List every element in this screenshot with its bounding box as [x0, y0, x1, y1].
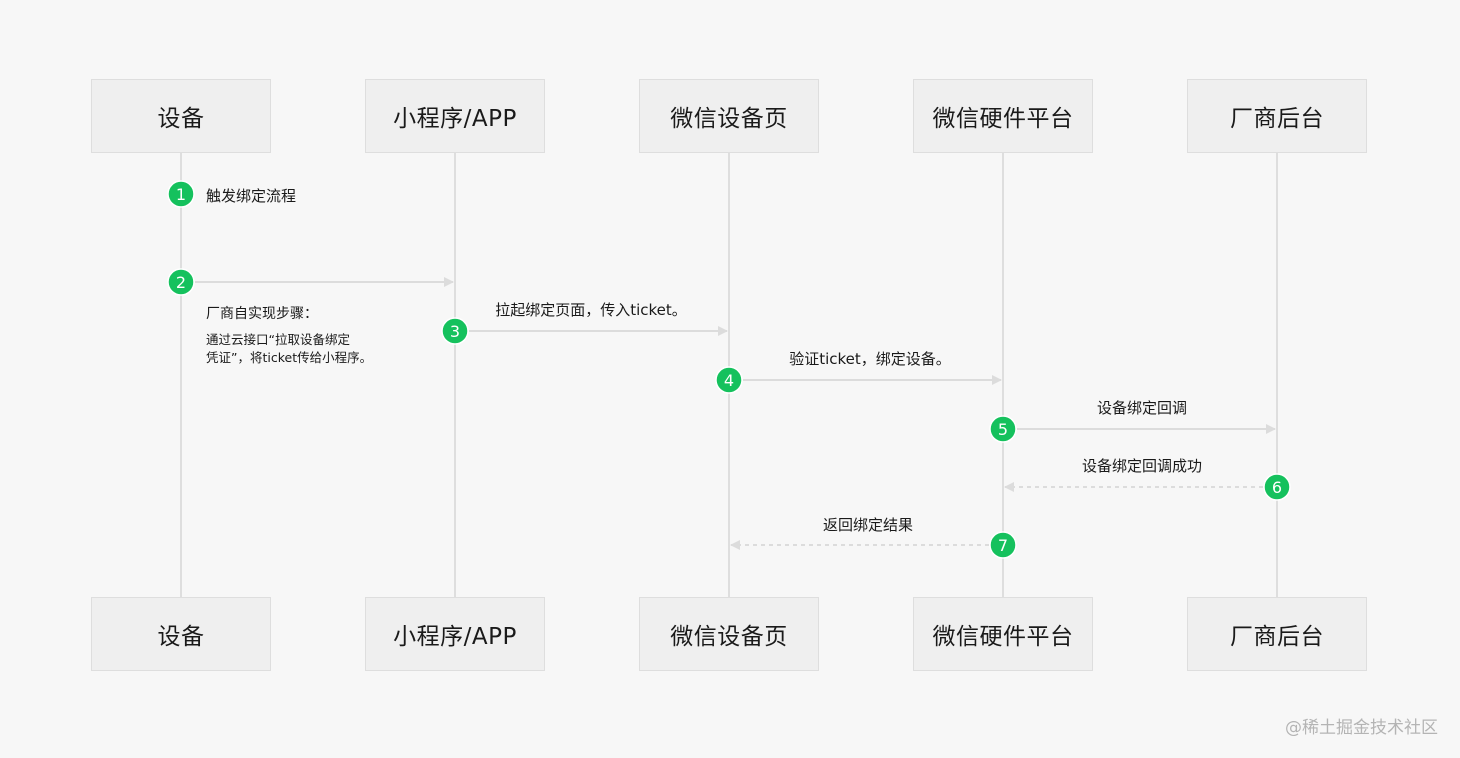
- actor-box-bottom-miniprogram: 小程序/APP: [365, 597, 545, 671]
- step-circle: [989, 415, 1017, 443]
- step-3-label: 拉起绑定页面，传入ticket。: [495, 301, 687, 319]
- actor-label: 厂商后台: [1230, 624, 1324, 650]
- actor-box-top-wechat-hardware-platform: 微信硬件平台: [913, 79, 1093, 153]
- actor-label: 微信设备页: [670, 624, 788, 650]
- actor-box-bottom-wechat-hardware-platform: 微信硬件平台: [913, 597, 1093, 671]
- step-number: 5: [998, 420, 1008, 439]
- actor-box-top-miniprogram: 小程序/APP: [365, 79, 545, 153]
- actor-label: 微信硬件平台: [932, 106, 1074, 132]
- step-6-marker: 6: [1263, 473, 1291, 501]
- step-1-marker: 1: [167, 180, 195, 208]
- step-number: 4: [724, 371, 734, 390]
- actor-label: 微信设备页: [670, 106, 788, 132]
- vendor-note-line: 通过云接口“拉取设备绑定: [206, 332, 350, 347]
- step-7-marker: 7: [989, 531, 1017, 559]
- actor-box-bottom-vendor-backend: 厂商后台: [1187, 597, 1367, 671]
- step-circle: [441, 317, 469, 345]
- actor-label: 设备: [157, 624, 205, 650]
- step-circle: [167, 268, 195, 296]
- actor-label: 设备: [157, 106, 205, 132]
- actor-label: 小程序/APP: [393, 106, 517, 132]
- actor-label: 小程序/APP: [393, 624, 517, 650]
- step-4-marker: 4: [715, 366, 743, 394]
- actor-box-top-wechat-device-page: 微信设备页: [639, 79, 819, 153]
- step-2-marker: 2: [167, 268, 195, 296]
- step-circle: [1263, 473, 1291, 501]
- step-4-label: 验证ticket，绑定设备。: [789, 350, 951, 368]
- step-3-marker: 3: [441, 317, 469, 345]
- step-5-label: 设备绑定回调: [1096, 399, 1188, 417]
- step-6-label: 设备绑定回调成功: [1081, 457, 1203, 475]
- step-1-label: 触发绑定流程: [206, 187, 297, 205]
- step-number: 1: [176, 185, 186, 204]
- watermark: @稀土掘金技术社区: [1285, 718, 1438, 738]
- step-7-label: 返回绑定结果: [822, 516, 914, 534]
- actor-box-top-device: 设备: [91, 79, 271, 153]
- step-circle: [715, 366, 743, 394]
- step-number: 2: [176, 273, 186, 292]
- step-5-marker: 5: [989, 415, 1017, 443]
- step-circle: [167, 180, 195, 208]
- step-number: 3: [450, 322, 460, 341]
- actor-label: 厂商后台: [1230, 106, 1324, 132]
- actor-box-top-vendor-backend: 厂商后台: [1187, 79, 1367, 153]
- step-number: 7: [998, 536, 1008, 555]
- step-circle: [989, 531, 1017, 559]
- actor-box-bottom-wechat-device-page: 微信设备页: [639, 597, 819, 671]
- step-number: 6: [1272, 478, 1282, 497]
- vendor-note-title: 厂商自实现步骤：: [206, 306, 318, 322]
- actor-box-bottom-device: 设备: [91, 597, 271, 671]
- actor-label: 微信硬件平台: [932, 624, 1074, 650]
- vendor-note-line: 凭证”，将ticket传给小程序。: [206, 350, 373, 365]
